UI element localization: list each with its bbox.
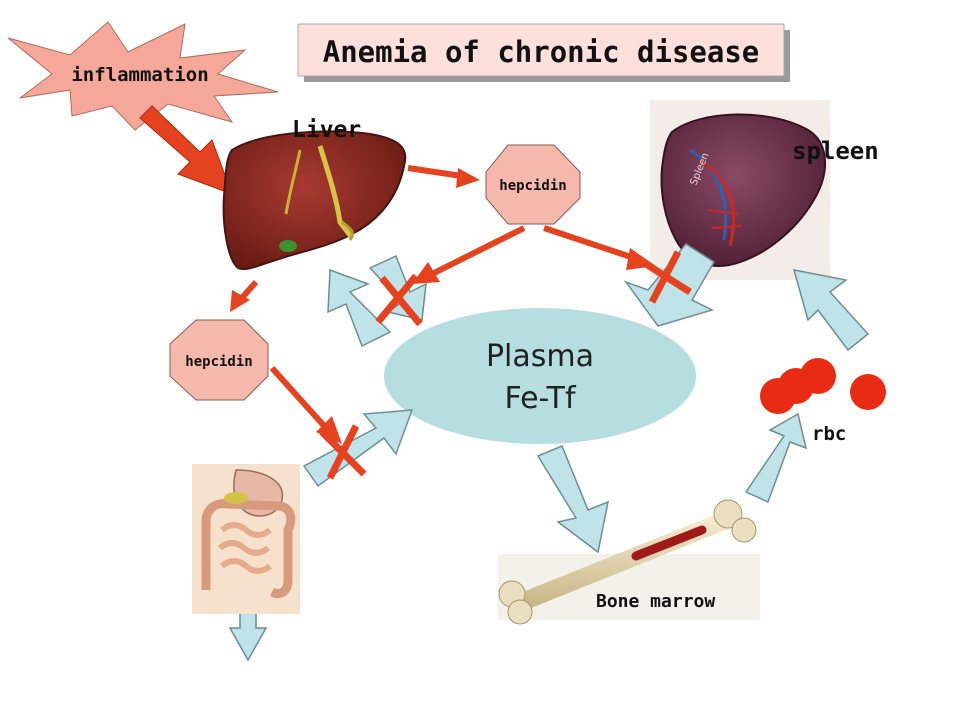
plasma-to-liver-flow-arrow — [327, 268, 392, 348]
liver-label: Liver — [292, 117, 361, 143]
liver-to-plasma-flow-arrow — [368, 254, 427, 321]
plasma-to-bone-marrow-flow-arrow — [536, 445, 610, 554]
bone-marrow-to-rbc-flow-arrow — [744, 412, 808, 504]
plasma-label: Plasma — [486, 339, 594, 374]
bone-marrow-image: Bone marrow — [498, 499, 760, 625]
diagram-title: Anemia of chronic disease — [323, 35, 760, 69]
hepcidin-to-spleen-release-arrow — [543, 225, 656, 270]
plasma-fe-tf-node: Plasma Fe-Tf — [384, 308, 696, 444]
liver-release-block-x — [375, 273, 423, 327]
spleen-label: spleen — [792, 137, 879, 165]
liver-image: Liver — [222, 117, 407, 270]
hepcidin-top-label: hepcidin — [499, 178, 566, 194]
hepcidin-to-gut-arrow — [269, 365, 342, 444]
hepcidin-left-label: hepcidin — [185, 354, 252, 370]
rbc-label: rbc — [812, 423, 846, 445]
bone-marrow-label: Bone marrow — [596, 591, 715, 612]
gut-image — [192, 464, 300, 614]
spleen-to-plasma-flow-arrow — [623, 243, 716, 327]
gut-to-plasma-flow-arrow — [302, 409, 414, 488]
inflammation-label: inflammation — [71, 64, 208, 86]
hepcidin-octagon-left: hepcidin — [169, 319, 269, 401]
fe-tf-label: Fe-Tf — [504, 381, 576, 416]
inflammation-burst: inflammation — [7, 21, 279, 131]
hepcidin-octagon-top: hepcidin — [485, 144, 581, 225]
spleen-release-block-x — [644, 250, 692, 304]
liver-to-hepcidin-left-arrow — [230, 280, 259, 312]
rbc-cells: rbc — [760, 358, 886, 445]
gut-absorption-block-x — [319, 424, 367, 480]
title-box: Anemia of chronic disease — [297, 23, 790, 82]
rbc-to-spleen-flow-arrow — [792, 269, 870, 352]
hepcidin-to-liver-release-arrow — [412, 225, 526, 284]
inflammation-to-liver-arrow — [139, 105, 233, 195]
liver-to-hepcidin-arrow — [407, 165, 480, 188]
spleen-image: Spleen spleen — [650, 100, 879, 280]
